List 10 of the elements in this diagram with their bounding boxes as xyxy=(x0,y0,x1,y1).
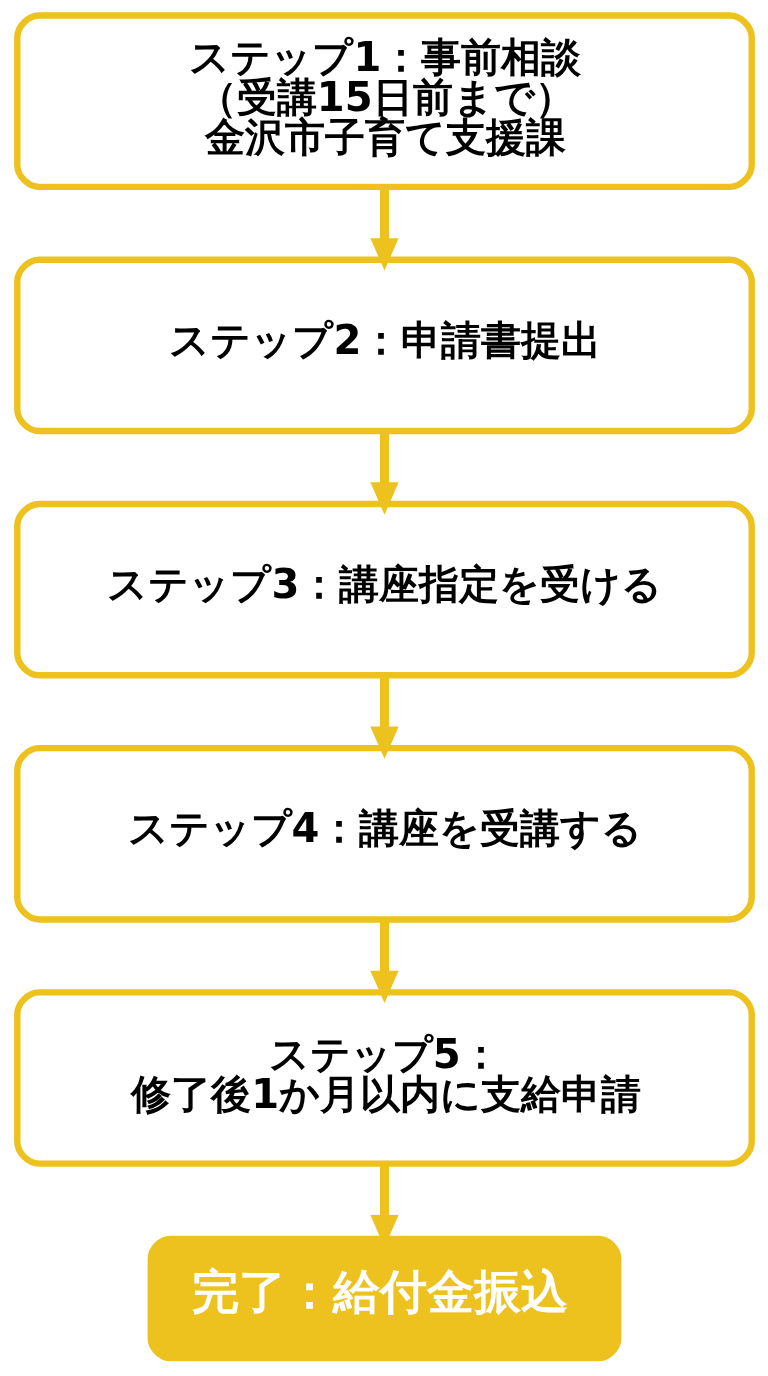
node-box: ステップ3：講座指定を受ける xyxy=(13,500,755,679)
arrow xyxy=(369,431,399,515)
node-box: ステップ4：講座を受講する xyxy=(13,744,755,923)
arrow xyxy=(369,675,399,759)
node-box: 完了：給付金振込 xyxy=(147,1235,621,1362)
node-box: ステップ5： 修了後1か月以内に支給申請 xyxy=(13,989,755,1167)
node-box: ステップ2：申請書提出 xyxy=(13,256,755,435)
node-box: ステップ1：事前相談 （受講15日前まで） 金沢市子育て支援課 xyxy=(13,12,755,191)
arrow xyxy=(369,187,399,271)
arrow xyxy=(369,919,399,1004)
